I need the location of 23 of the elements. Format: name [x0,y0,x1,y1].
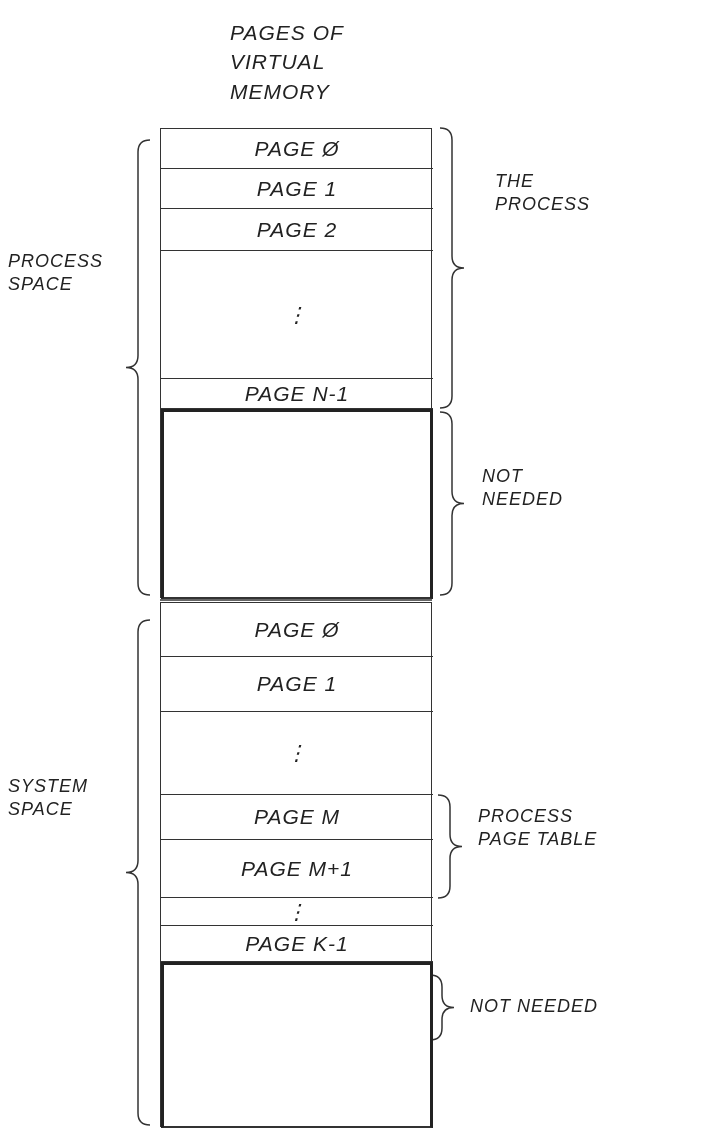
page-label: PAGE Ø [254,617,340,642]
empty-row [161,409,433,599]
page-label: PAGE 1 [256,176,338,201]
annotation-label: SYSTEM SPACE [8,775,89,822]
page-label: PAGE M [253,805,341,829]
annotation-label: NOT NEEDED [482,465,564,512]
annotation-label: PROCESS PAGE TABLE [478,805,599,852]
annotation-label: THE PROCESS [495,170,592,217]
page-label: ⋮ [286,302,308,327]
empty-row [161,962,433,1128]
page-label: PAGE 2 [256,217,338,242]
annotation-label: PROCESS SPACE [8,250,105,297]
page-label: ⋮ [286,741,308,765]
memory-column [160,602,432,1127]
diagram-title: PAGES OF VIRTUAL MEMORY [230,20,345,105]
page-label: PAGE Ø [254,136,340,161]
page-label: PAGE N-1 [244,381,350,406]
page-label: ⋮ [286,899,308,924]
memory-column [160,128,432,598]
annotation-label: NOT NEEDED [470,995,599,1018]
page-label: PAGE K-1 [245,931,349,956]
page-label: PAGE 1 [256,672,338,696]
page-label: PAGE M+1 [240,856,354,881]
